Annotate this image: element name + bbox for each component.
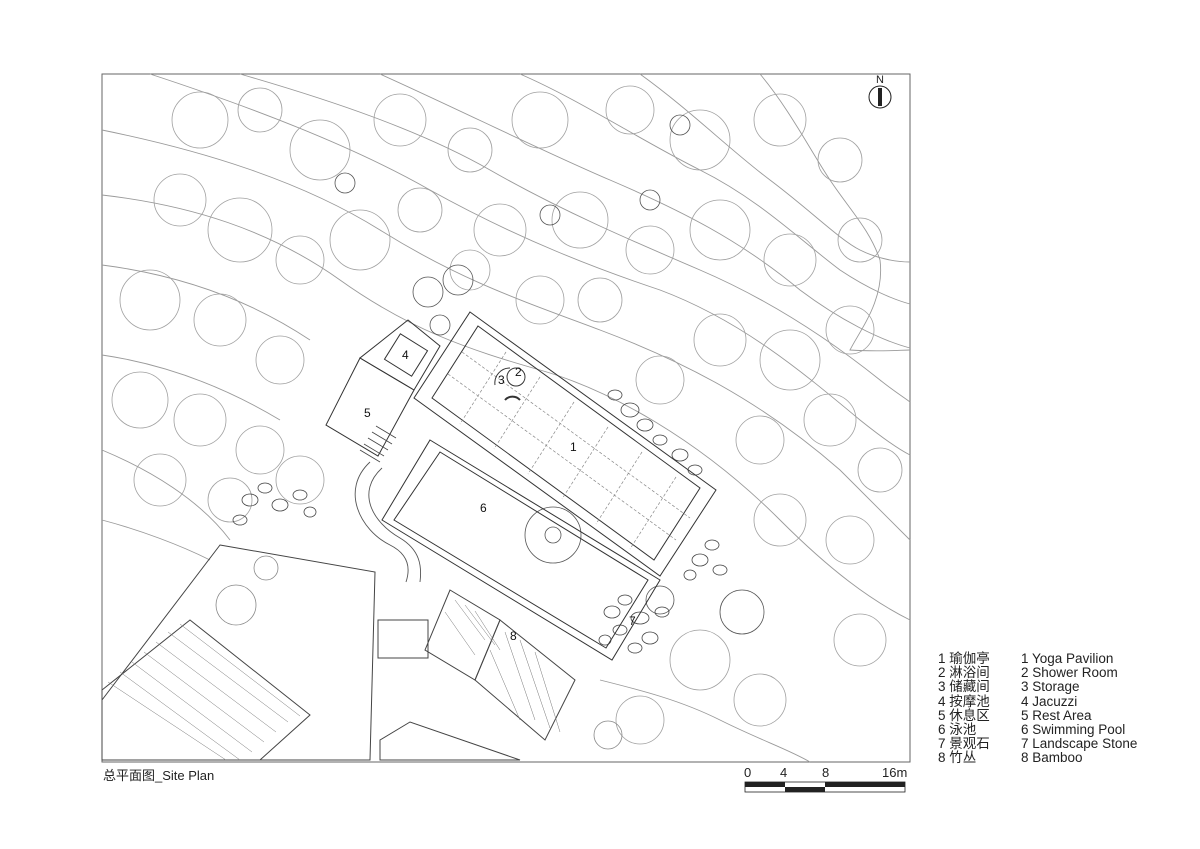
contour-lines <box>101 73 911 763</box>
legend-en-item: 4 Jacuzzi <box>1021 693 1078 709</box>
scale-tick-16m: 16m <box>882 765 908 780</box>
label-bamboo: 8 <box>510 629 517 643</box>
legend-en-item: 5 Rest Area <box>1021 707 1092 723</box>
shower-storage-rooms <box>494 367 526 401</box>
legend-english: 1 Yoga Pavilion 2 Shower Room 3 Storage … <box>1021 651 1138 766</box>
label-shower-room: 2 <box>515 365 522 379</box>
yoga-pavilion <box>413 311 717 577</box>
legend-zh-item: 1 瑜伽亭 <box>938 651 990 666</box>
label-jacuzzi: 4 <box>402 348 409 362</box>
north-label: N <box>876 74 884 86</box>
legend-zh-item: 7 景观石 <box>938 736 990 752</box>
building-courtyard-circles <box>215 555 623 750</box>
label-rest-area: 5 <box>364 406 371 420</box>
legend-en-item: 3 Storage <box>1021 679 1080 695</box>
jacuzzi-rest-area <box>325 319 441 463</box>
north-arrow-icon <box>868 85 892 109</box>
existing-buildings <box>101 544 576 761</box>
legend-zh-item: 8 竹丛 <box>938 750 977 766</box>
scale-tick-0: 0 <box>744 765 752 780</box>
curving-path <box>354 461 421 583</box>
feature-trees <box>334 114 765 635</box>
label-storage: 3 <box>498 373 505 387</box>
label-landscape-stone: 7 <box>629 614 636 628</box>
legend-en-item: 7 Landscape Stone <box>1021 736 1138 752</box>
legend-zh-item: 2 淋浴间 <box>938 665 990 681</box>
drawing-caption: 总平面图_Site Plan <box>103 768 215 783</box>
legend-zh-item: 6 泳池 <box>938 722 977 738</box>
scale-tick-4: 4 <box>780 765 788 780</box>
legend-zh-item: 3 储藏间 <box>938 679 990 695</box>
landscape-stones <box>232 389 728 654</box>
legend-zh-item: 5 休息区 <box>938 707 990 723</box>
legend-en-item: 6 Swimming Pool <box>1021 722 1126 738</box>
roof-hatching <box>107 599 561 761</box>
legend-en-item: 1 Yoga Pavilion <box>1021 651 1114 666</box>
legend-en-item: 2 Shower Room <box>1021 665 1118 681</box>
scale-tick-8: 8 <box>822 765 830 780</box>
legend-zh-item: 4 按摩池 <box>938 693 990 709</box>
legend-chinese: 1 瑜伽亭 2 淋浴间 3 储藏间 4 按摩池 5 休息区 6 泳池 7 景观石… <box>938 651 990 766</box>
tree-canopies <box>111 85 903 745</box>
label-yoga-pavilion: 1 <box>570 440 577 454</box>
legend-en-item: 8 Bamboo <box>1021 750 1083 766</box>
scale-bar <box>744 781 906 793</box>
swimming-pool <box>381 439 661 661</box>
plan-frame <box>101 73 911 763</box>
label-swimming-pool: 6 <box>480 501 487 515</box>
